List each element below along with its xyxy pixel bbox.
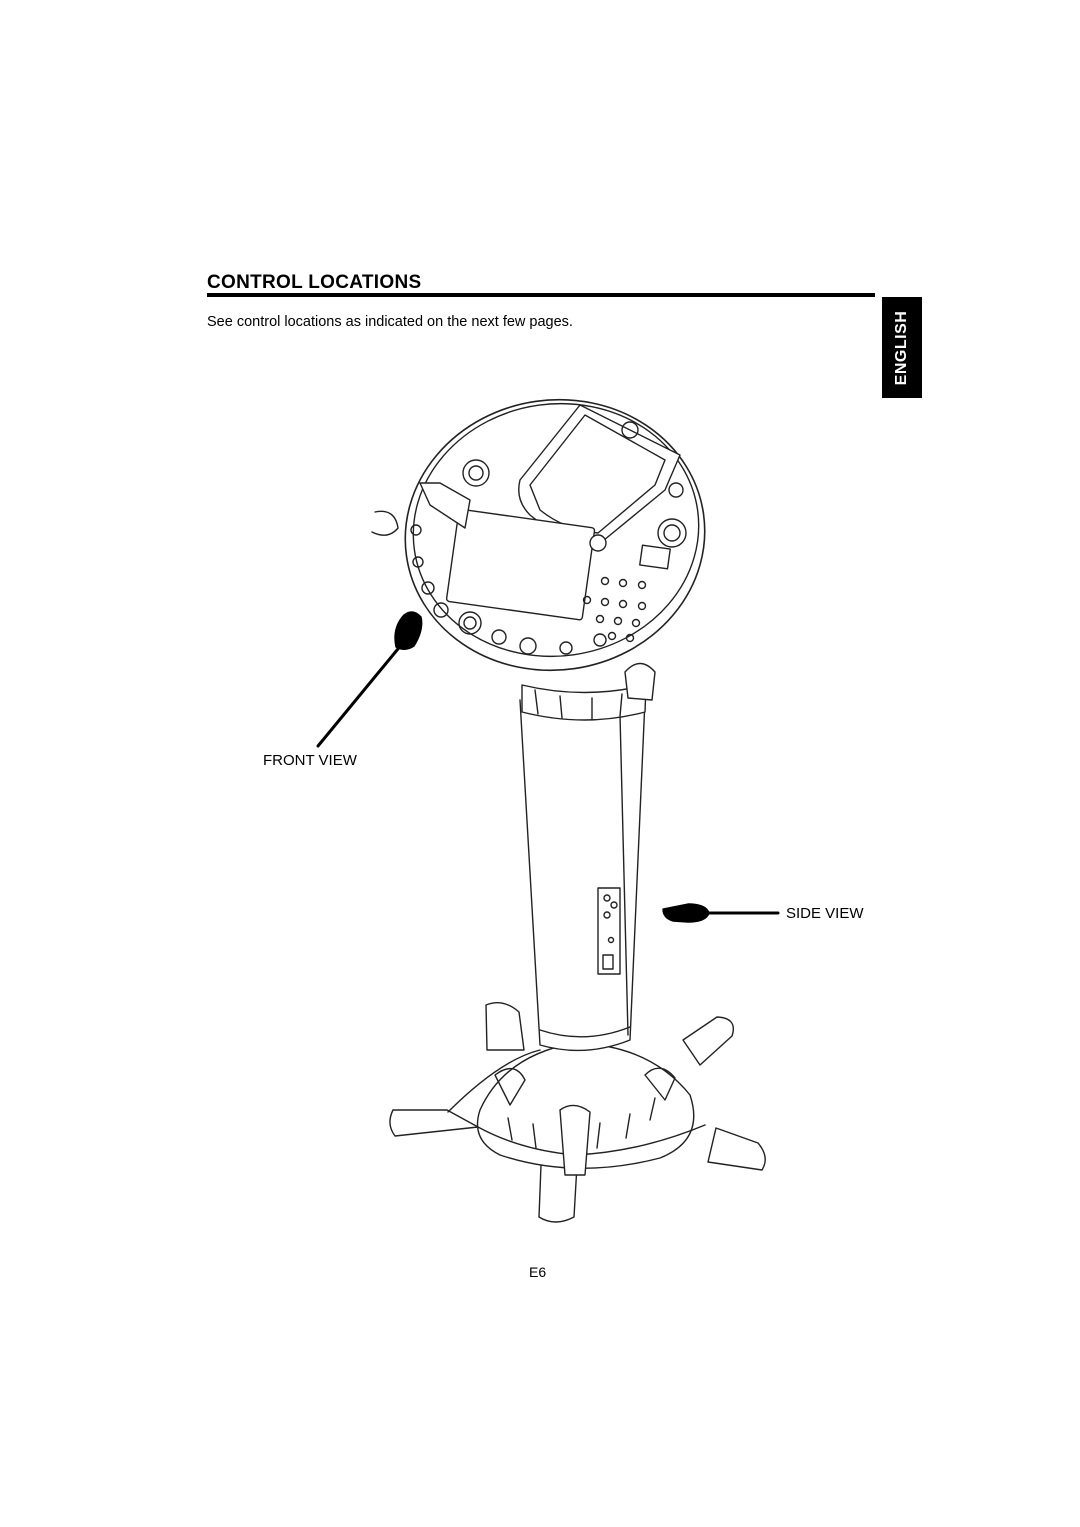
page-number: E6 [529, 1264, 547, 1280]
side-view-label: SIDE VIEW [786, 905, 864, 922]
pointing-hand-icon [662, 903, 710, 923]
stand-base [389, 1002, 766, 1223]
language-tab: ENGLISH [882, 297, 922, 398]
pointing-hand-icon [394, 611, 423, 650]
title-underline [207, 293, 875, 297]
page-title: CONTROL LOCATIONS [207, 272, 422, 293]
control-panel [371, 398, 706, 701]
stand-pole [519, 684, 647, 1052]
side-view-pointer [662, 903, 780, 923]
front-view-label: FRONT VIEW [263, 752, 357, 769]
intro-text: See control locations as indicated on th… [207, 314, 573, 330]
front-view-pointer [316, 611, 423, 748]
